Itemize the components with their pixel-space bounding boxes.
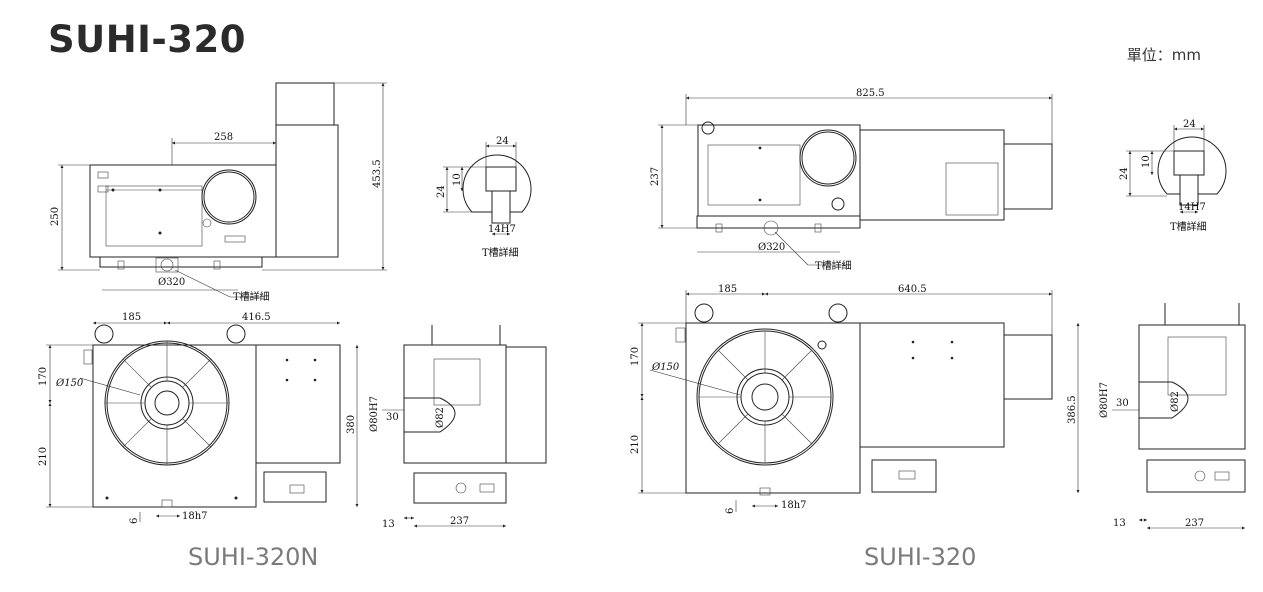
page-title: SUHI-320 <box>48 18 247 61</box>
unit-label: 單位：mm <box>1126 46 1201 64</box>
dim-320-tslot-h1: 10 <box>1141 155 1152 168</box>
view-320-front <box>658 94 1053 266</box>
dim-320n-tslot-w: 24 <box>496 136 509 147</box>
dim-320n-bore: Ø80H7 <box>369 396 380 432</box>
dim-320n-tslot-fit: 14H7 <box>488 224 516 235</box>
dim-320-tslot-w: 24 <box>1183 119 1196 130</box>
dim-320n-side-left: 13 <box>382 519 395 530</box>
dim-320-height: 386.5 <box>1067 395 1078 424</box>
dim-320n-table-dia: Ø320 <box>158 277 185 288</box>
dim-320n-offset: 6 <box>129 518 140 524</box>
dim-320n-main-left: 185 <box>122 312 141 323</box>
dim-320n-pilot: Ø82 <box>435 407 446 428</box>
dim-320n-depth: 30 <box>386 412 399 423</box>
label-320n-tslot: T槽詳細 <box>233 290 270 303</box>
dim-320n-main-right: 416.5 <box>242 312 271 323</box>
dim-320-side-left: 13 <box>1113 518 1126 529</box>
view-320n-tslot-detail <box>443 142 532 236</box>
dim-320n-key: 18h7 <box>182 511 208 522</box>
model-caption-320: SUHI-320 <box>864 543 977 571</box>
dim-320-depth: 30 <box>1116 398 1129 409</box>
dim-320n-height-right: 453.5 <box>372 159 383 188</box>
dim-320n-tslot-h1: 10 <box>452 173 463 186</box>
dim-320-width: 825.5 <box>856 88 885 99</box>
dim-320n-bolt: Ø150 <box>55 378 84 389</box>
label-320n-tslot-detail: T槽詳細 <box>482 246 519 259</box>
dim-320-pilot: Ø82 <box>1170 391 1181 412</box>
label-320-tslot-detail: T槽詳細 <box>1170 220 1207 233</box>
view-320n-side <box>382 325 547 528</box>
dim-320n-side-width: 237 <box>450 516 469 527</box>
label-320-tslot: T槽詳細 <box>815 259 852 272</box>
dim-320-main-bottom: 210 <box>630 435 641 454</box>
model-caption-320n: SUHI-320N <box>188 543 319 571</box>
dim-320n-width: 258 <box>214 132 233 143</box>
dim-320-tslot-fit: 14H7 <box>1178 202 1206 213</box>
dim-320n-height-left: 250 <box>50 207 61 226</box>
dim-320-table-dia: Ø320 <box>758 242 785 253</box>
dim-320-key: 18h7 <box>781 500 807 511</box>
dim-320n-main-top: 170 <box>38 367 49 386</box>
view-320-main <box>638 290 1080 512</box>
dim-320-bolt: Ø150 <box>651 362 680 373</box>
dim-320-main-left: 185 <box>718 284 737 295</box>
view-320-side <box>1112 303 1246 530</box>
dim-320-main-right: 640.5 <box>898 284 927 295</box>
dim-320n-tslot-h2: 24 <box>436 185 447 198</box>
dim-320-offset: 6 <box>725 508 736 514</box>
view-320-tslot-detail <box>1126 125 1227 214</box>
dim-320-tslot-h2: 24 <box>1119 167 1130 180</box>
dim-320-main-top: 170 <box>630 347 641 366</box>
dim-320n-main-bottom: 210 <box>38 447 49 466</box>
view-320n-main <box>46 321 359 522</box>
dim-320n-height: 380 <box>346 415 357 434</box>
view-320n-front <box>58 82 387 298</box>
dim-320-height-left: 237 <box>650 167 661 186</box>
dim-320-bore: Ø80H7 <box>1099 382 1110 418</box>
dim-320-side-width: 237 <box>1185 518 1204 529</box>
